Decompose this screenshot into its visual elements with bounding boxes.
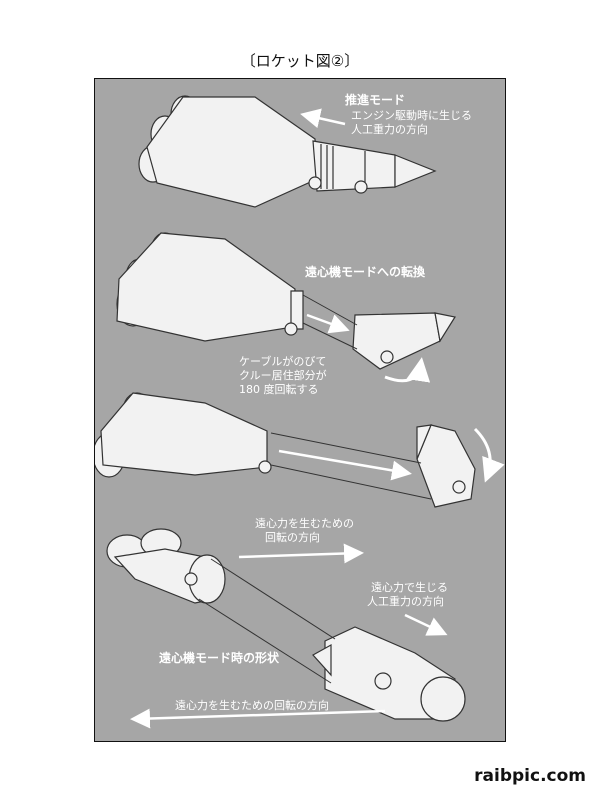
rocket-propulsion-mode	[138, 95, 437, 208]
cable-line1: ケーブルがのびて	[239, 355, 327, 368]
propulsion-mode-title: 推進モード	[345, 93, 406, 107]
centrifuge-shape-label: 遠心機モード時の形状	[159, 651, 280, 665]
cable-line3: 180 度回転する	[239, 383, 319, 396]
diagram-panel: 推進モード エンジン駆動時に生じる 人工重力の方向 遠心機モードへの転換 ケーブ…	[94, 78, 506, 742]
gravity-dir-line1: 遠心力で生じる	[371, 581, 448, 594]
rocket-rotated	[95, 392, 476, 508]
propulsion-mode-line2: 人工重力の方向	[351, 123, 428, 136]
rocket-transition	[116, 232, 456, 370]
figure-title: 〔ロケット図②〕	[240, 52, 360, 70]
rotation-dir-line2: 回転の方向	[265, 531, 320, 544]
bottom-rotation-arrow	[130, 708, 386, 729]
rotation-dir-line1: 遠心力を生むための	[255, 517, 354, 530]
cable-line2: クルー居住部分が	[239, 369, 327, 382]
rocket-centrifuge-mode	[106, 528, 466, 722]
propulsion-mode-line1: エンジン駆動時に生じる	[351, 109, 472, 122]
gravity-direction-arrow	[404, 613, 448, 636]
bottom-rotation-label: 遠心力を生むための回転の方向	[175, 699, 329, 712]
rotation-arrow-2	[473, 427, 505, 483]
centrifuge-switch-title: 遠心機モードへの転換	[305, 265, 426, 279]
rotation-arrow-1	[384, 357, 431, 383]
extension-arrow	[306, 313, 350, 334]
extension-arrow-2	[278, 449, 412, 481]
rocket-diagram	[95, 95, 505, 729]
site-watermark: raibpic.com	[474, 766, 586, 786]
gravity-dir-line2: 人工重力の方向	[367, 595, 444, 608]
rotation-direction-arrow	[238, 543, 364, 564]
propulsion-gravity-arrow	[300, 108, 346, 129]
